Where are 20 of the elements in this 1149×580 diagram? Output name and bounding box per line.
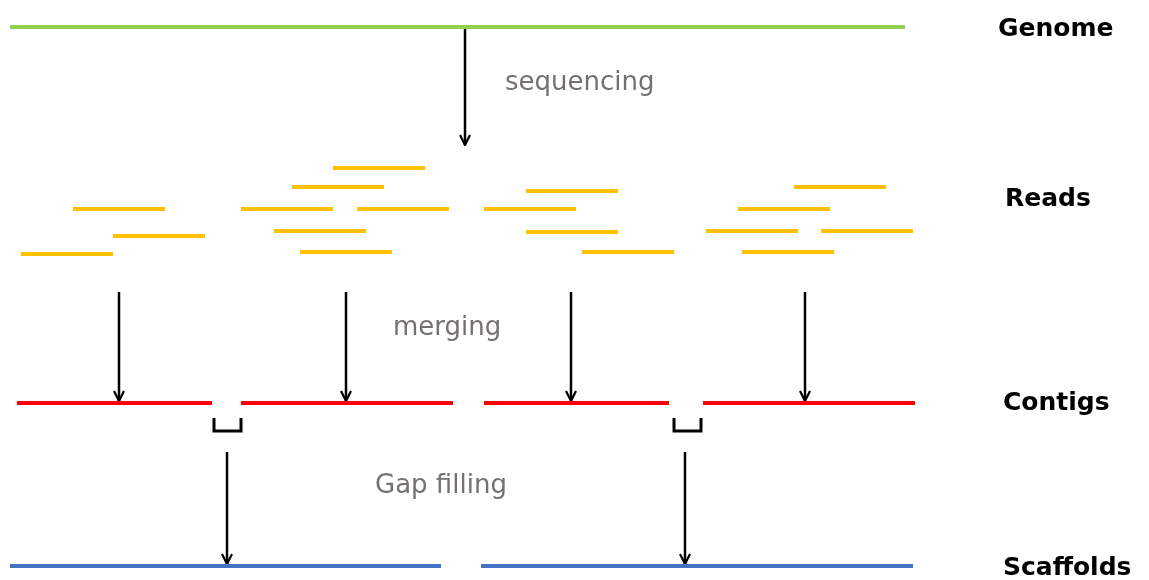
row-label: Genome	[998, 15, 1114, 40]
row-label: Scaffolds	[1003, 554, 1132, 579]
arrow	[220, 452, 234, 566]
arrow	[798, 292, 812, 403]
arrow	[678, 452, 692, 566]
step-label: sequencing	[505, 68, 655, 94]
step-label: Gap filling	[375, 471, 507, 497]
scaffold-bar	[10, 564, 441, 568]
contig-bar	[17, 401, 212, 405]
genome-bar	[10, 25, 905, 29]
contig-bar	[703, 401, 915, 405]
scaffold-bar	[481, 564, 913, 568]
contig-bar	[484, 401, 669, 405]
arrow	[112, 292, 126, 403]
arrow	[564, 292, 578, 403]
contig-bar	[241, 401, 453, 405]
arrow	[339, 292, 353, 403]
row-label: Reads	[1005, 185, 1091, 210]
arrow	[458, 29, 472, 147]
step-label: merging	[393, 313, 502, 339]
